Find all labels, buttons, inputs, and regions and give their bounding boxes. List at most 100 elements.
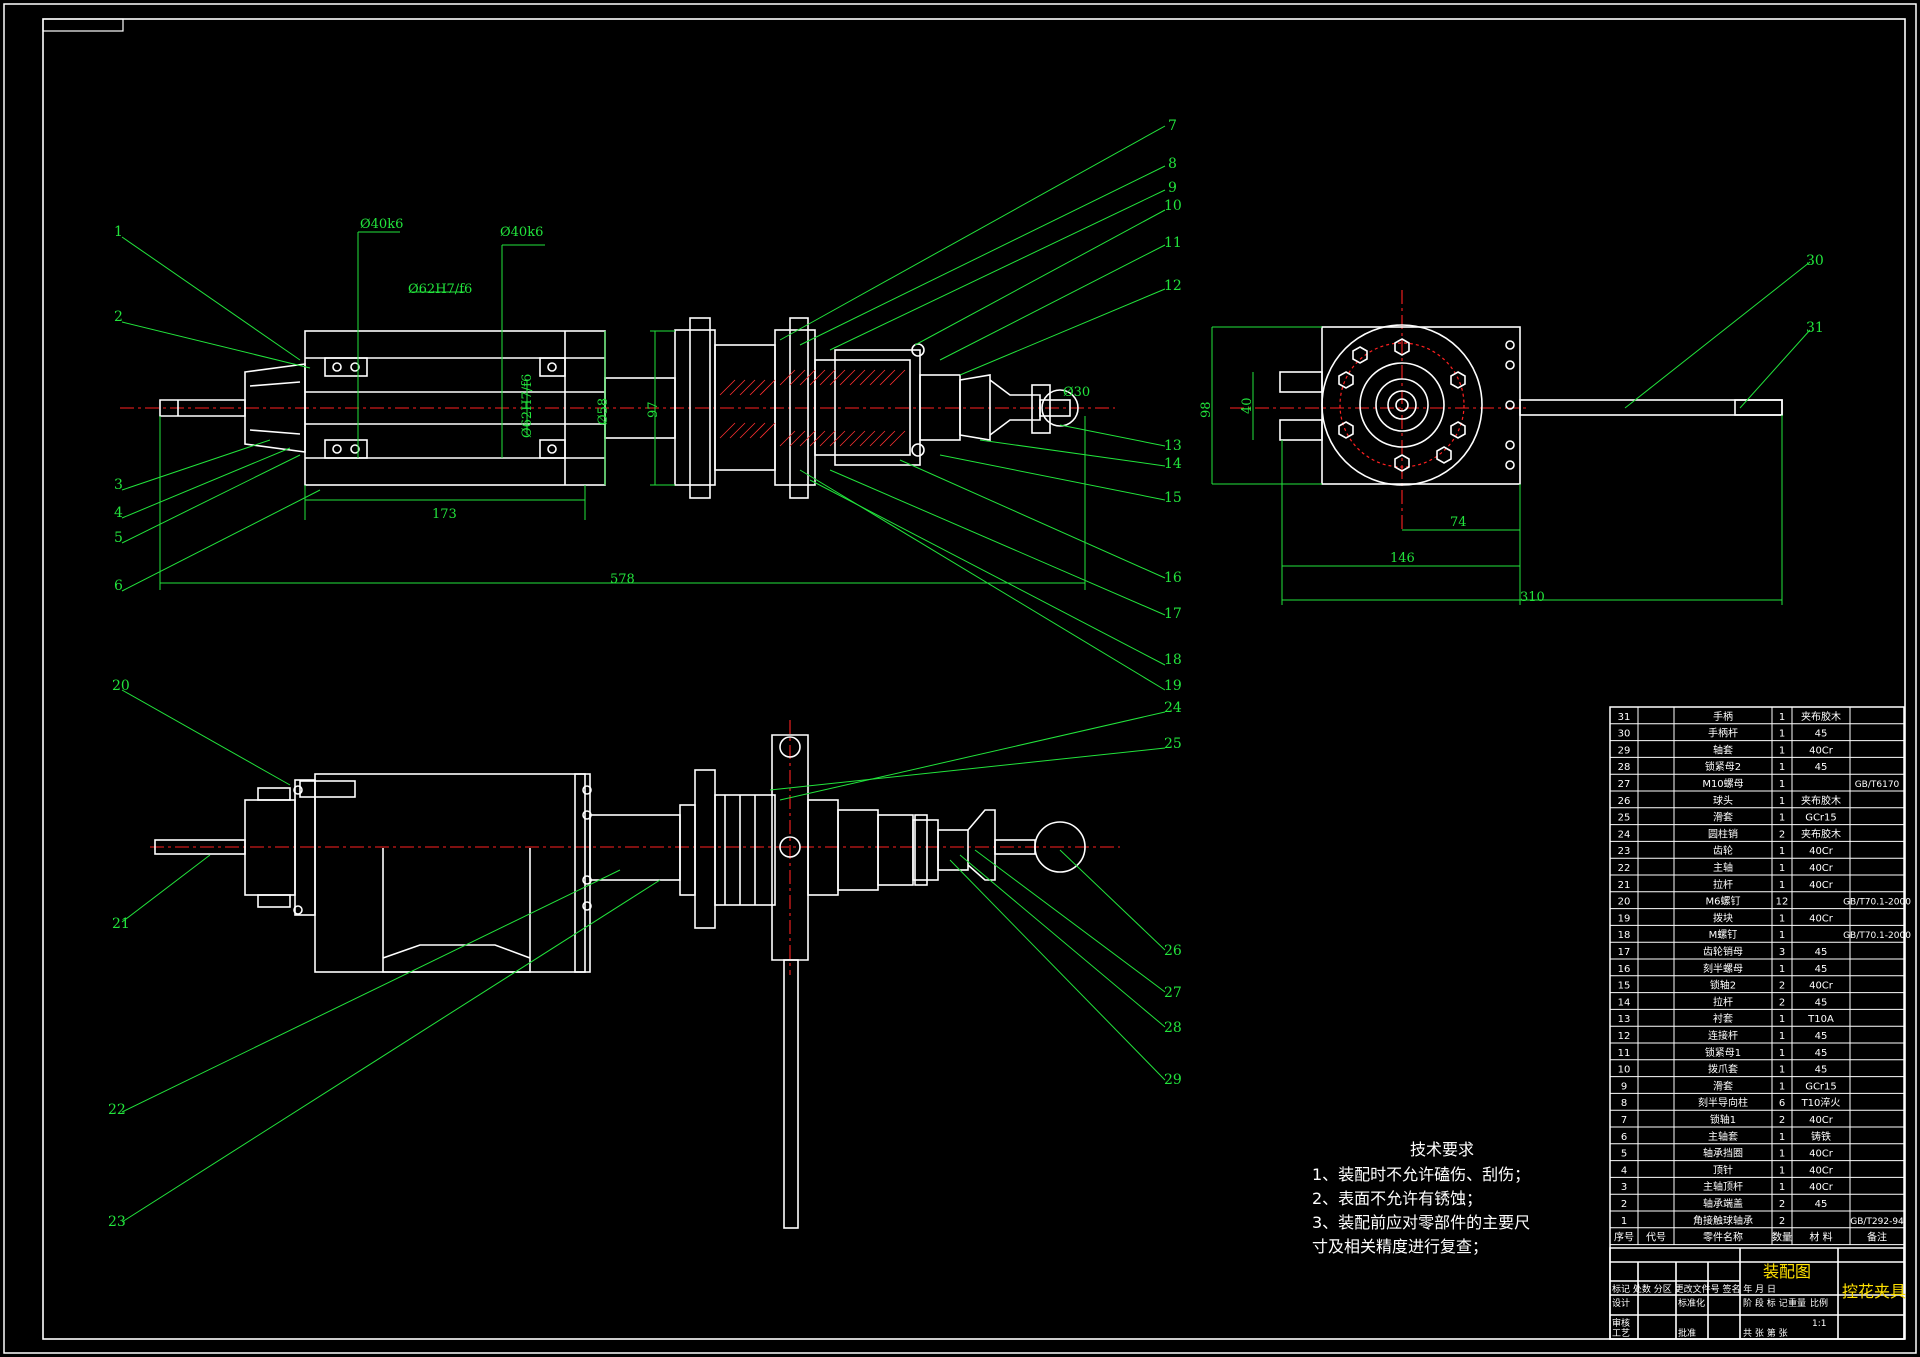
- part-11-no: 11: [1618, 1048, 1631, 1059]
- balloon-24: 24: [1164, 700, 1182, 716]
- part-14-no: 14: [1618, 997, 1631, 1008]
- part-6-mat: 铸铁: [1811, 1130, 1831, 1143]
- dim-146: 146: [1390, 551, 1415, 566]
- balloon-labels: 1 2 3 4 5 6 7 8 9 10 11 12 13 14 15 16 1…: [108, 118, 1824, 1230]
- tb-stage: 阶 段 标 记: [1743, 1297, 1788, 1309]
- part-8-name: 刻半导向柱: [1698, 1096, 1748, 1109]
- part-28-no: 28: [1618, 762, 1631, 773]
- part-7-no: 7: [1621, 1115, 1627, 1126]
- part-10-no: 10: [1618, 1065, 1631, 1076]
- balloon-29: 29: [1164, 1072, 1182, 1088]
- table-header-note: 备注: [1867, 1231, 1887, 1244]
- part-9-mat: GCr15: [1805, 1081, 1837, 1092]
- part-19-no: 19: [1618, 913, 1631, 924]
- table-header-mat: 材 料: [1809, 1231, 1832, 1244]
- part-27-no: 27: [1618, 779, 1631, 790]
- balloon-31: 31: [1806, 320, 1824, 336]
- balloon-23: 23: [108, 1214, 126, 1230]
- balloon-13: 13: [1164, 438, 1182, 454]
- table-header-name: 零件名称: [1703, 1231, 1743, 1244]
- dim-d30: Ø30: [1063, 385, 1090, 400]
- drawing-name: 装配图: [1763, 1262, 1811, 1281]
- part-6-no: 6: [1621, 1132, 1627, 1143]
- part-5-no: 5: [1621, 1149, 1627, 1160]
- part-27-name: M10螺母: [1702, 778, 1743, 790]
- part-27-qty: 1: [1779, 779, 1785, 790]
- part-24-no: 24: [1618, 829, 1631, 840]
- dim-97: 97: [646, 401, 661, 418]
- leader-lines: [121, 125, 1811, 1223]
- balloon-14: 14: [1164, 456, 1182, 472]
- part-5-qty: 1: [1779, 1149, 1785, 1160]
- dim-fit-4: Ø62H7/f6: [520, 374, 535, 438]
- part-29-mat: 40Cr: [1809, 745, 1834, 756]
- part-30-name: 手柄杆: [1708, 727, 1738, 740]
- front-view: [150, 720, 1120, 1229]
- balloon-20: 20: [112, 678, 130, 694]
- part-16-mat: 45: [1815, 964, 1828, 975]
- part-30-qty: 1: [1779, 729, 1785, 740]
- part-29-no: 29: [1618, 745, 1631, 756]
- part-27-note: GB/T6170: [1855, 780, 1900, 790]
- part-18-qty: 1: [1779, 930, 1785, 941]
- part-11-mat: 45: [1815, 1048, 1828, 1059]
- part-22-no: 22: [1618, 863, 1631, 874]
- balloon-25: 25: [1164, 736, 1182, 752]
- tb-approve: 批准: [1678, 1327, 1696, 1339]
- part-11-qty: 1: [1779, 1048, 1785, 1059]
- dim-40: 40: [1240, 397, 1255, 414]
- balloon-12: 12: [1164, 278, 1182, 294]
- tb-weight: 重量: [1788, 1297, 1806, 1309]
- part-17-name: 齿轮销母: [1703, 945, 1743, 958]
- part-4-no: 4: [1621, 1165, 1627, 1176]
- dim-310: 310: [1520, 590, 1545, 605]
- part-7-qty: 2: [1779, 1115, 1785, 1126]
- technical-requirements: 技术要求 1、装配时不允许磕伤、刮伤； 2、表面不允许有锈蚀； 3、装配前应对零…: [1312, 1140, 1530, 1256]
- tb-designer: 设计: [1612, 1297, 1630, 1309]
- balloon-26: 26: [1164, 943, 1182, 959]
- part-31-mat: 夹布胶木: [1801, 710, 1841, 723]
- dimension-labels: Ø40k6 Ø40k6 Ø62H7/f6 Ø62H7/f6 Ø58 97 Ø30…: [360, 217, 1545, 605]
- part-23-name: 齿轮: [1713, 844, 1733, 857]
- part-20-no: 20: [1618, 897, 1631, 908]
- part-8-no: 8: [1621, 1098, 1627, 1109]
- balloon-2: 2: [114, 309, 123, 325]
- balloon-15: 15: [1164, 490, 1182, 506]
- notes-line-3: 3、装配前应对零部件的主要尺: [1312, 1213, 1530, 1232]
- tb-scale-value: 1:1: [1812, 1319, 1826, 1329]
- part-23-no: 23: [1618, 846, 1631, 857]
- part-15-mat: 40Cr: [1809, 981, 1834, 992]
- part-29-name: 轴套: [1713, 743, 1733, 756]
- part-20-name: M6螺钉: [1706, 896, 1741, 908]
- side-view: [1211, 290, 1783, 605]
- part-25-qty: 1: [1779, 813, 1785, 824]
- part-16-qty: 1: [1779, 964, 1785, 975]
- part-3-name: 主轴顶杆: [1703, 1180, 1743, 1193]
- balloon-11: 11: [1164, 235, 1182, 251]
- tb-review: 审核: [1612, 1317, 1630, 1329]
- part-24-name: 圆柱销: [1708, 827, 1738, 840]
- part-10-name: 拨爪套: [1708, 1063, 1738, 1076]
- part-20-note: GB/T70.1-2000: [1843, 898, 1911, 908]
- part-15-qty: 2: [1779, 981, 1785, 992]
- balloon-8: 8: [1168, 156, 1177, 172]
- part-23-qty: 1: [1779, 846, 1785, 857]
- part-13-no: 13: [1618, 1014, 1631, 1025]
- part-7-name: 锁轴1: [1710, 1113, 1736, 1126]
- balloon-5: 5: [114, 530, 123, 546]
- balloon-22: 22: [108, 1102, 126, 1118]
- notes-line-2: 2、表面不允许有锈蚀；: [1312, 1189, 1482, 1208]
- balloon-7: 7: [1168, 118, 1177, 134]
- part-22-qty: 1: [1779, 863, 1785, 874]
- part-10-qty: 1: [1779, 1065, 1785, 1076]
- part-24-mat: 夹布胶木: [1801, 827, 1841, 840]
- dim-74: 74: [1450, 515, 1467, 530]
- table-header-code: 代号: [1646, 1232, 1666, 1244]
- part-9-qty: 1: [1779, 1081, 1785, 1092]
- tb-row-labels: 标记 处数 分区 更改文件号 签名 年 月 日: [1612, 1283, 1776, 1295]
- part-12-no: 12: [1618, 1031, 1631, 1042]
- part-17-qty: 3: [1779, 947, 1785, 958]
- tb-process: 工艺: [1612, 1328, 1630, 1339]
- part-26-qty: 1: [1779, 796, 1785, 807]
